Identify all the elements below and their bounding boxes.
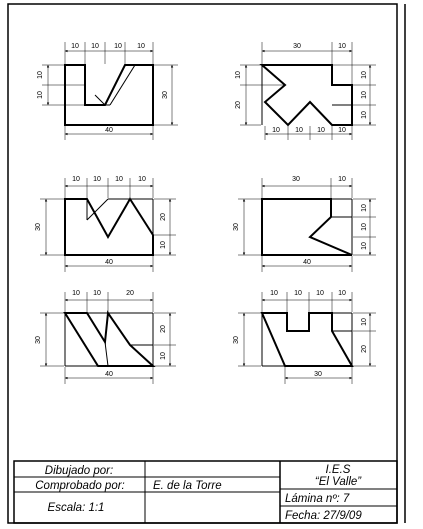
dim-label: 10 [361,318,368,326]
date-label: Fecha: 27/9/09 [285,510,362,522]
dim-label: 20 [160,213,167,221]
drawing-6: 10 10 10 10 30 10 20 30 [233,290,376,384]
drawing-2: 30 10 10 20 10 10 10 10 10 10 10 [235,42,376,140]
drawing-5-outline [63,310,156,367]
dim-label: 10 [316,290,324,297]
dim-label: 30 [233,223,240,231]
dim-label: 40 [303,259,311,266]
dim-label: 30 [293,43,301,50]
dim-label: 10 [138,176,146,183]
dim-label: 10 [338,176,346,183]
dim-label: 10 [71,43,79,50]
dim-label: 10 [235,71,242,79]
dim-label: 10 [317,127,325,134]
dim-label: 10 [361,204,368,212]
scale-label: Escala: 1:1 [48,502,105,514]
dim-label: 30 [35,223,42,231]
dim-label: 10 [72,290,80,297]
dim-label: 10 [72,176,80,183]
dim-label: 10 [361,223,368,231]
drawing-6-outline [260,312,354,367]
dim-label: 10 [338,290,346,297]
dim-label: 10 [91,43,99,50]
dim-label: 10 [115,176,123,183]
dim-label: 10 [93,176,101,183]
dim-label: 10 [270,290,278,297]
drawing-1: 10 10 10 10 10 10 30 40 [37,42,178,140]
dim-label: 20 [126,290,134,297]
dim-label: 10 [137,43,145,50]
dim-label: 40 [105,259,113,266]
dim-label: 10 [114,43,122,50]
sheet-number: Lámina nº: 7 [285,493,350,505]
drawing-4-outline [261,198,353,256]
dim-label: 10 [272,127,280,134]
dim-label: 30 [233,336,240,344]
dim-label: 10 [361,71,368,79]
sheet-border [7,3,398,524]
dim-label: 10 [338,43,346,50]
dim-label: 10 [160,352,167,360]
dim-label: 40 [105,127,113,134]
checked-by-label: Comprobado por: [35,480,125,492]
drawn-by-label: Dibujado por: [45,465,113,477]
drawing-3-outline [64,197,154,256]
title-block: Dibujado por: Comprobado por: E. de la T… [13,460,398,524]
drawing-5: 10 10 20 30 20 10 40 [35,290,176,384]
dim-label: 10 [361,91,368,99]
dim-label: 20 [160,325,167,333]
dim-label: 40 [105,371,113,378]
dim-label: 30 [314,371,322,378]
drawing-3: 10 10 10 10 30 20 10 40 [35,176,176,272]
dim-label: 30 [292,176,300,183]
drawing-1-outline [64,64,154,126]
dim-label: 10 [93,290,101,297]
dim-label: 10 [361,111,368,119]
dim-label: 10 [37,71,44,79]
dim-label: 10 [295,127,303,134]
dim-label: 10 [160,241,167,249]
dim-label: 10 [361,242,368,250]
dim-label: 30 [35,336,42,344]
drawing-2-outline [259,64,353,127]
dim-label: 20 [235,101,242,109]
school-name-line-1: I.E.S [326,464,351,476]
dim-label: 10 [37,91,44,99]
drawing-4: 30 10 30 10 10 10 40 [233,176,376,272]
school-name-line-2: “El Valle” [315,476,362,488]
checked-by-value: E. de la Torre [153,480,222,492]
dim-label: 30 [162,91,169,99]
dim-label: 20 [361,345,368,353]
dim-label: 10 [294,290,302,297]
dim-label: 10 [338,127,346,134]
